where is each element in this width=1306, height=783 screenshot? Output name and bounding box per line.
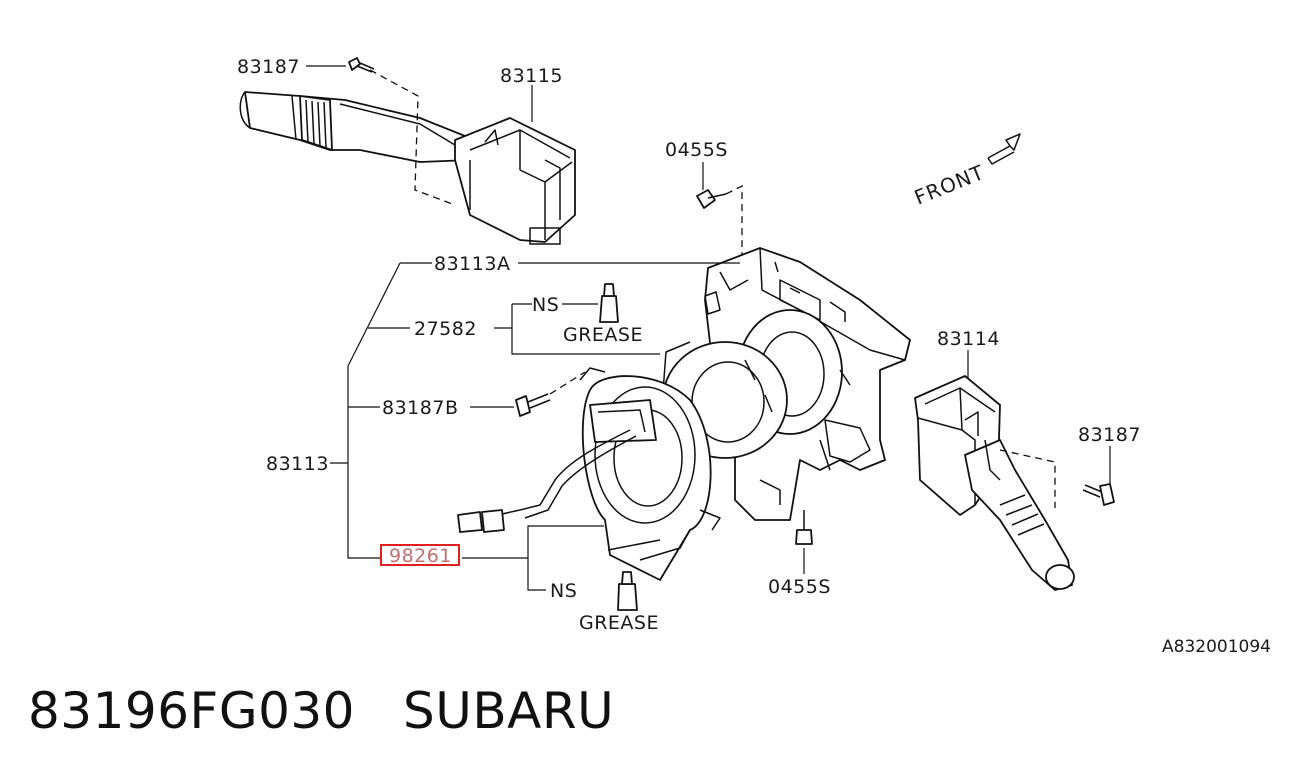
label-switch-right: 83114 xyxy=(937,328,1000,350)
bottom-bolt xyxy=(795,510,813,545)
leader-dash-left xyxy=(369,69,456,206)
label-ns-bottom: NS xyxy=(550,580,577,602)
leader-highlighted-part xyxy=(462,525,604,591)
label-switch-left: 83115 xyxy=(500,65,563,87)
right-combination-switch xyxy=(914,375,1075,591)
label-screw-b: 83187B xyxy=(382,397,458,419)
label-ns-top: NS xyxy=(532,294,559,316)
top-bolt xyxy=(696,189,727,209)
label-highlighted-part: 98261 xyxy=(389,545,452,567)
screw-right xyxy=(1082,483,1115,506)
leader-dash-bolt-top xyxy=(725,184,743,255)
label-diagram-id: A832001094 xyxy=(1162,637,1271,657)
leader-roll-connector xyxy=(494,303,660,355)
part-caption: 83196FG030 SUBARU xyxy=(28,682,662,740)
grease-bottle-top xyxy=(599,283,619,323)
label-body-a: 83113A xyxy=(434,253,510,275)
caption-part-number: 83196FG030 xyxy=(28,682,355,740)
leader-dash-screw-b xyxy=(549,371,586,395)
highlight-box xyxy=(380,544,460,566)
label-bolt-bottom: 0455S xyxy=(768,576,831,598)
column-switch-body xyxy=(704,247,911,521)
leader-dash-right xyxy=(999,449,1056,508)
label-screw-top-left: 83187 xyxy=(237,56,300,78)
cable-reel-part xyxy=(457,367,721,581)
screw-b xyxy=(515,393,551,417)
label-assembly: 83113 xyxy=(266,453,329,475)
leader-assembly-bracket xyxy=(330,262,432,559)
label-grease-top: GREASE xyxy=(563,324,643,346)
label-grease-bottom: GREASE xyxy=(579,612,659,634)
caption-brand: SUBARU xyxy=(403,682,615,740)
left-combination-switch xyxy=(239,57,576,245)
front-arrow xyxy=(987,133,1021,165)
label-bolt-top: 0455S xyxy=(665,139,728,161)
label-screw-right: 83187 xyxy=(1078,424,1141,446)
label-roll-connector: 27582 xyxy=(414,318,477,340)
grease-bottle-bottom xyxy=(617,571,638,611)
label-front: FRONT xyxy=(911,160,988,210)
